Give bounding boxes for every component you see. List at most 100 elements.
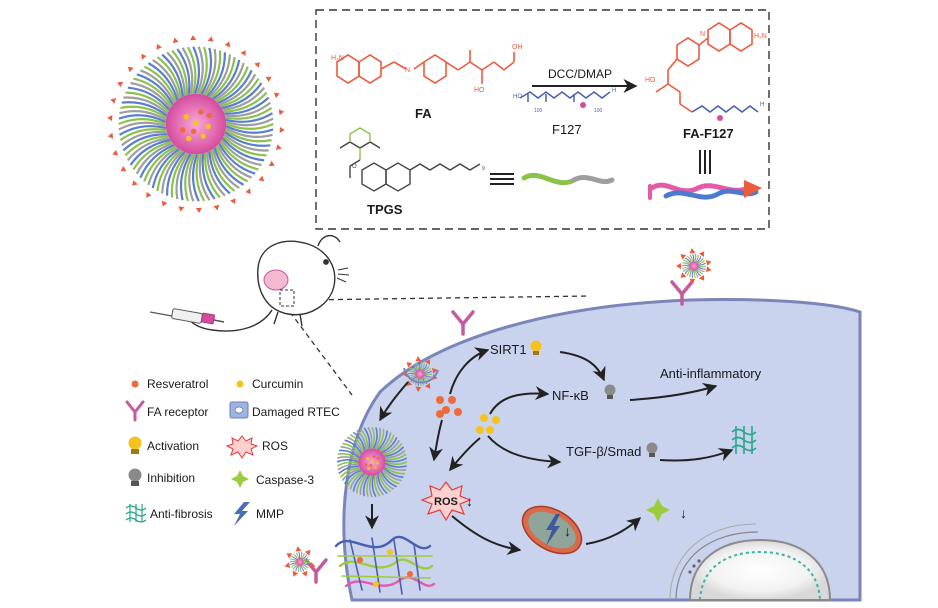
micelle-chain [684, 257, 691, 264]
micelle-chain [384, 449, 406, 459]
micelle-chain [375, 474, 385, 496]
micelle-chain [422, 364, 428, 371]
micelle-chain [343, 469, 362, 485]
micelle-chain [217, 69, 253, 105]
micelle-chain [385, 453, 407, 461]
micelle-chain [298, 551, 301, 559]
micelle-chain [362, 474, 370, 497]
micelle-chain [337, 463, 359, 471]
micelle-chain [132, 140, 172, 170]
micelle-chain [336, 461, 359, 467]
micelle-chain [120, 105, 168, 119]
fa-ligand-tip [112, 149, 119, 156]
fa-f127-label: FA-F127 [683, 126, 734, 141]
fa-f127-cartoon [648, 182, 759, 200]
micelle-chain [208, 54, 231, 98]
micelle-chain [215, 66, 249, 103]
micelle-chain [337, 456, 359, 462]
fa-ligand-tip [309, 562, 316, 568]
micelle-chain [424, 368, 432, 373]
micelle-chain [156, 149, 182, 192]
micelle-chain [352, 431, 366, 451]
micelle-chain [421, 362, 425, 370]
fa-h2n-label: H₂N [331, 55, 344, 62]
zoom-box [279, 289, 295, 307]
micelle-chain [697, 257, 704, 264]
fa-ligand-tip [258, 175, 265, 182]
micelle-chain [692, 253, 695, 262]
micelle-chain [212, 59, 241, 100]
micelle-chain [695, 270, 699, 278]
fa-ligand-tip [141, 53, 147, 60]
fa-ligand-tip [304, 549, 311, 556]
nanoparticle-outside [284, 546, 316, 577]
micelle-chain [200, 47, 213, 95]
micelle-chain [369, 475, 373, 498]
fa-oh-label: OH [512, 44, 523, 51]
micelle-chain [379, 472, 395, 491]
fa-ligand-tip [213, 204, 220, 211]
micelle-chain [352, 472, 366, 492]
mmp-down-arrow: ↓ [564, 523, 571, 539]
micelle-chain [339, 467, 360, 478]
nfkb-label: NF-κB [552, 388, 589, 403]
inhibition-bulb-icon [128, 468, 142, 486]
micelle-chain [225, 112, 274, 123]
micelle-chain [698, 265, 707, 268]
ros-down-arrow: ↓ [466, 493, 473, 509]
micelle-chain [210, 56, 236, 99]
encapsulated-drug-dot [370, 460, 374, 463]
fa-receptor-membrane-3 [304, 558, 328, 584]
kidney-icon [263, 269, 289, 291]
micelle-chain [359, 474, 369, 496]
micelle-chain [698, 260, 706, 265]
micelle-chain [219, 141, 259, 171]
fa-ligand-tip [676, 263, 681, 269]
micelle-chain [338, 465, 360, 475]
resveratrol-cluster [436, 396, 462, 418]
micelle-chain [378, 432, 392, 452]
micelle-chain [337, 452, 360, 460]
micelle-chain [696, 256, 702, 263]
micelle-chain [175, 152, 190, 200]
micelle-chain [384, 446, 405, 457]
legend-ros: ROS [262, 439, 288, 453]
fa-ligand-tip [240, 50, 246, 56]
micelle-chain [689, 254, 693, 262]
micelle-chain [338, 449, 360, 459]
micelle-chain [290, 558, 297, 562]
fa-ligand-tip [107, 115, 113, 122]
fa-ligand-triangle [744, 180, 762, 198]
micelle-chain [143, 145, 177, 182]
tpgs-structure [339, 127, 481, 192]
f127-h-label: H [612, 88, 616, 94]
micelle-chain [220, 139, 262, 167]
micelle-chain [694, 253, 697, 262]
micelle-chain [127, 86, 171, 111]
fa-ho-label: HO [474, 87, 485, 94]
micelle-chain [206, 151, 226, 197]
syringe-icon [149, 308, 225, 325]
micelle-chain [382, 470, 400, 485]
micelle-chain [697, 267, 705, 273]
micelle-chain [192, 46, 201, 95]
micelle-chain [383, 442, 403, 456]
nanoparticle-large [107, 35, 285, 213]
micelle-chain [118, 125, 167, 136]
micelle-chain [344, 439, 362, 454]
curcumin-dot-icon [236, 380, 244, 388]
micelle-chain [118, 121, 167, 131]
micelle-chain [697, 268, 704, 275]
micelle-chain [196, 46, 204, 95]
micelle-chain [176, 48, 191, 95]
micelle-chain [385, 461, 408, 465]
fa-f127-h-label: H [760, 102, 764, 108]
micelle-chain [224, 96, 270, 115]
micelle-chain [303, 558, 311, 562]
encapsulated-drug-dot [376, 461, 379, 465]
encapsulated-drug-dot [190, 128, 197, 134]
micelle-chain [380, 471, 398, 488]
fa-f127-structure [655, 22, 759, 113]
nanoparticle-intracellular [336, 426, 408, 498]
micelle-chain [171, 49, 188, 96]
